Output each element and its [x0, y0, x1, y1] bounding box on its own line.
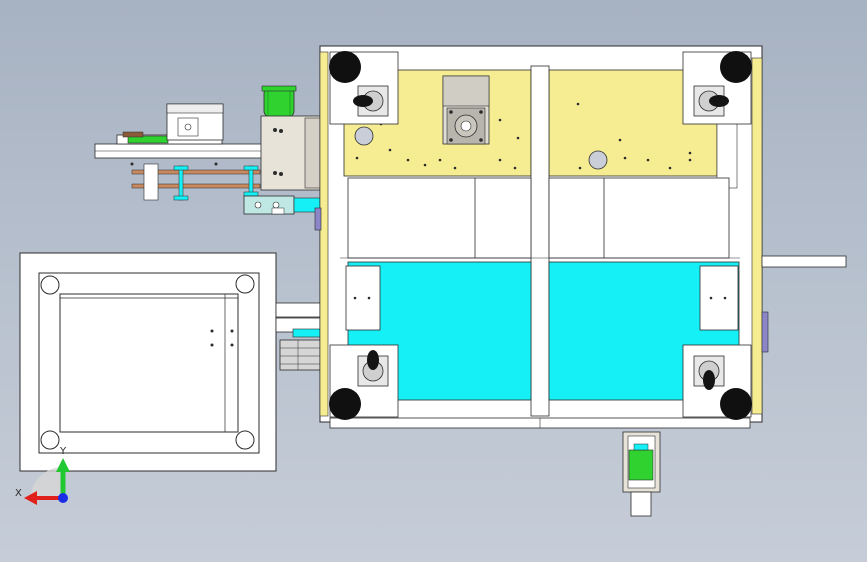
caster-bottom-left-icon — [357, 350, 389, 387]
x-axis-arrow-icon — [24, 491, 62, 505]
spool-left-icon — [173, 165, 189, 201]
main-machine — [314, 45, 847, 429]
foot-top-left-icon — [329, 51, 361, 83]
caster-top-right-icon — [693, 85, 729, 117]
y-axis-arrow-icon — [56, 458, 70, 498]
left-loading-frame — [19, 252, 277, 472]
caster-top-left-icon — [353, 85, 389, 117]
transfer-rails — [275, 302, 325, 371]
feeder-assembly — [94, 85, 325, 215]
foot-bottom-left-icon — [329, 388, 361, 420]
bottom-actuator — [622, 431, 661, 517]
green-motor-icon — [261, 85, 297, 118]
foot-bottom-right-icon — [720, 388, 752, 420]
z-axis-dot-icon — [58, 493, 68, 503]
x-axis-label: X — [15, 488, 22, 499]
coordinate-triad: Y X — [15, 446, 70, 505]
stepper-motor-icon — [442, 75, 490, 145]
caster-bottom-right-icon — [693, 355, 725, 390]
y-axis-label: Y — [59, 446, 67, 457]
foot-top-right-icon — [720, 51, 752, 83]
